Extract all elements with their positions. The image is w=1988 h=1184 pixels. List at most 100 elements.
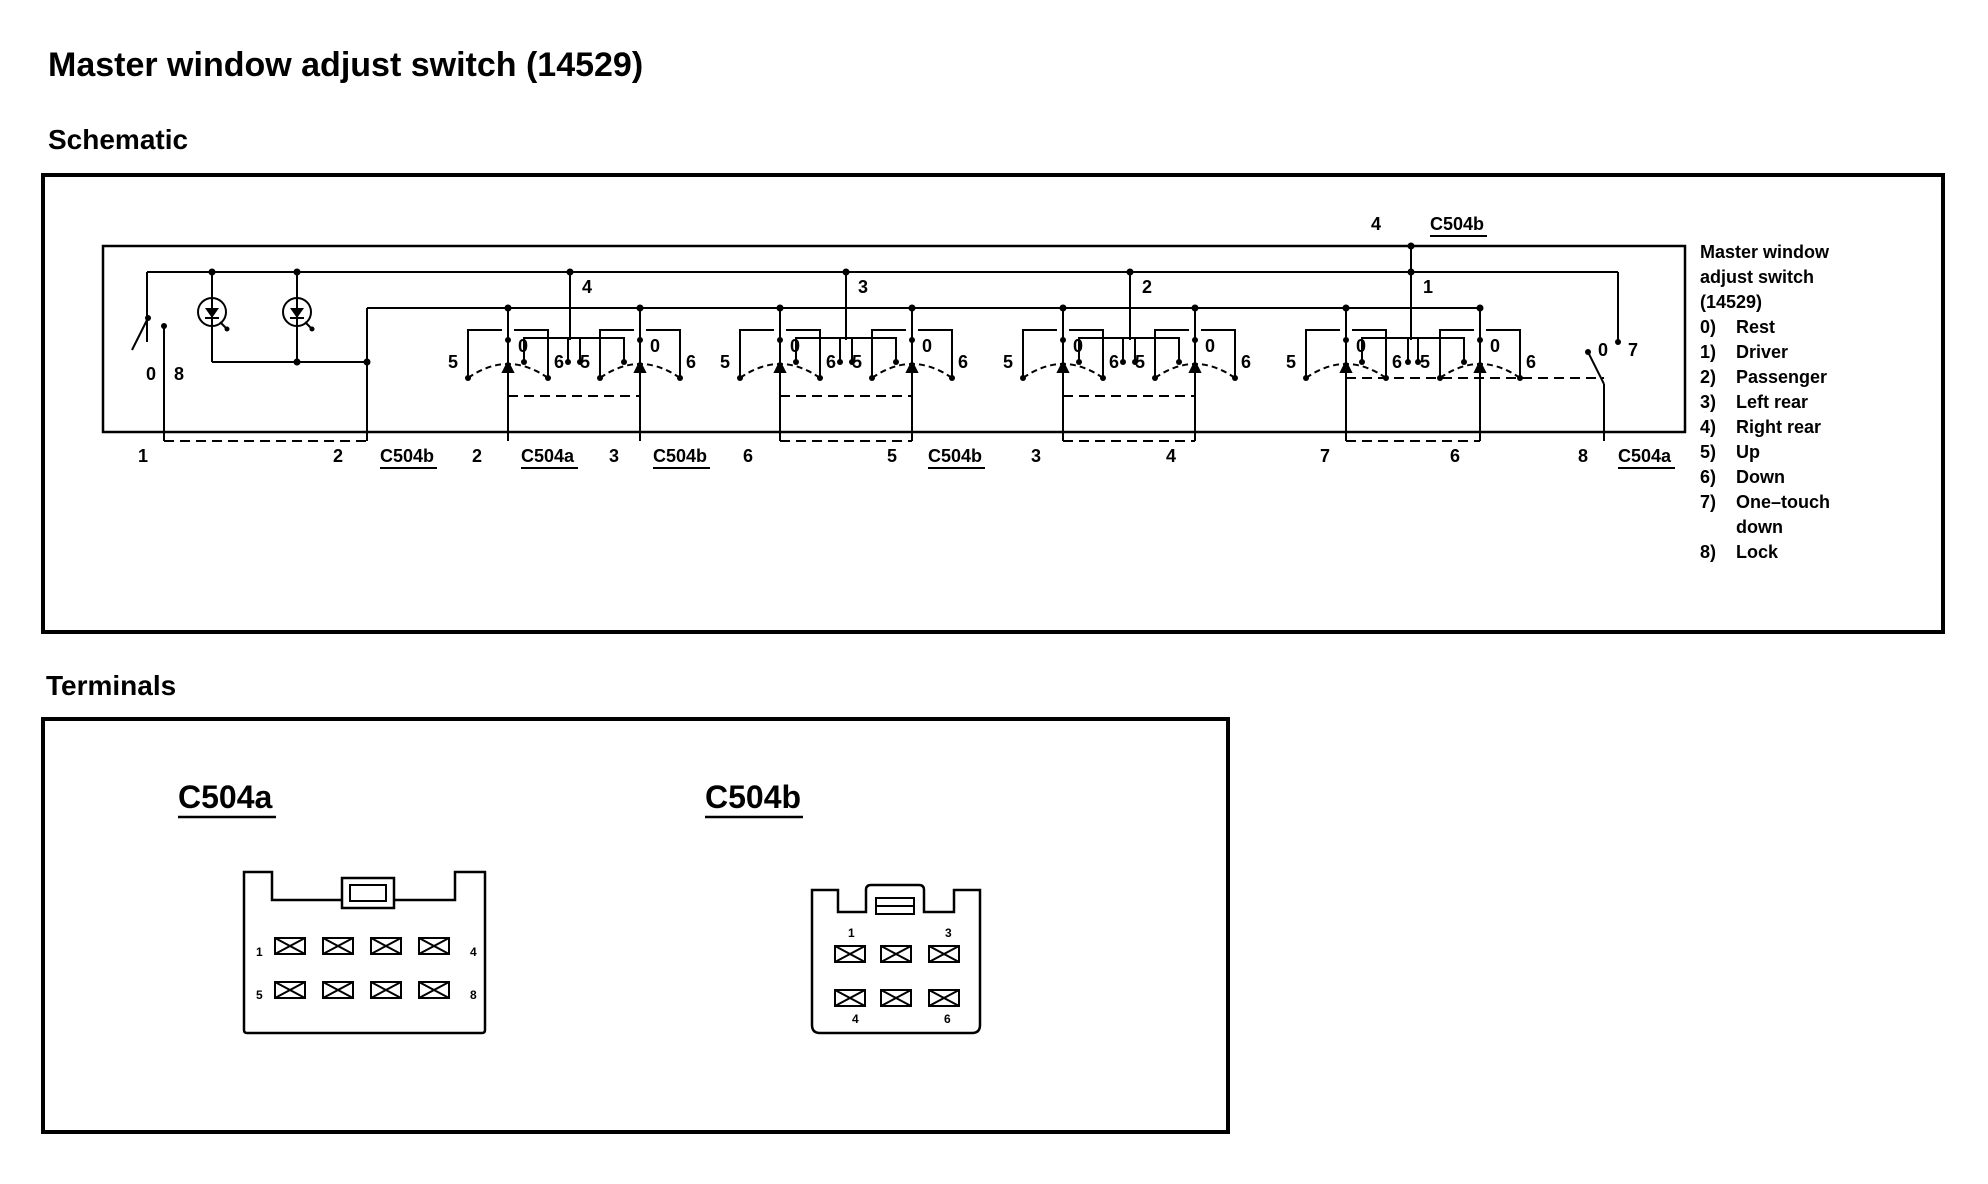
lock-pos-label: 8 [174,364,184,384]
bus-label-2: 2 [1142,277,1152,297]
junction-dots [145,242,1621,366]
c504b-pin-1: 1 [848,926,855,940]
bottom-pin-label: 7 [1320,446,1330,466]
page-title: Master window adjust switch (14529) [48,46,644,84]
window-switch: 5 6 0 [448,304,583,396]
legend-item-number: 8) [1700,542,1716,562]
switch-rest-label: 0 [790,336,800,356]
switch-up-label: 5 [1003,352,1013,372]
switch-up-label: 5 [580,352,590,372]
switch-up-label: 5 [1420,352,1430,372]
bottom-pin-label: 6 [743,446,753,466]
legend-item-label: Right rear [1736,417,1821,437]
c504a-pin-8: 8 [470,988,477,1002]
switch-down-label: 6 [686,352,696,372]
legend-title-line-3: (14529) [1700,292,1762,312]
legend-item-number: 4) [1700,417,1716,437]
legend-item-number: 2) [1700,367,1716,387]
lock-lamp-icon [282,297,316,333]
top-pin-label: 4 [1371,214,1381,234]
switch-up-label: 5 [720,352,730,372]
bottom-connector-c504b-2: C504b [653,446,707,466]
switch-rest-label: 0 [1356,336,1366,356]
onetouch-pos-label: 7 [1628,340,1638,360]
bottom-connector-c504b-1: C504b [380,446,434,466]
legend-item-label: One–touch [1736,492,1830,512]
bottom-pin-label: 3 [1031,446,1041,466]
switch-down-label: 6 [1526,352,1536,372]
switch-rest-label: 0 [1490,336,1500,356]
legend-item-number: 6) [1700,467,1716,487]
schematic-heading: Schematic [48,124,189,155]
switch-up-label: 5 [852,352,862,372]
bus-label-1: 1 [1423,277,1433,297]
legend-item-label: Passenger [1736,367,1827,387]
bottom-pin-label: 6 [1450,446,1460,466]
legend-item-label: Down [1736,467,1785,487]
window-switch: 5 6 0 [565,304,696,396]
legend-item-number: 5) [1700,442,1716,462]
bottom-pin-label: 2 [333,446,343,466]
switch-up-label: 5 [448,352,458,372]
legend-item-number: 0) [1700,317,1716,337]
bottom-connector-labels: C504b C504a C504b C504b C504a [380,446,1675,469]
terminals-frame [41,717,1230,1134]
bottom-pin-label: 2 [472,446,482,466]
switch-down-label: 6 [826,352,836,372]
legend-item-number: 7) [1700,492,1716,512]
connector-c504b [810,883,982,1035]
bottom-connector-c504b-3: C504b [928,446,982,466]
bottom-pin-label: 8 [1578,446,1588,466]
connector-c504b-title: C504b [705,779,801,815]
bottom-connector-c504a-1: C504a [521,446,575,466]
schematic-dashed-links [164,377,1604,442]
switch-up-label: 5 [1286,352,1296,372]
bus-label-3: 3 [858,277,868,297]
switch-down-label: 6 [1392,352,1402,372]
legend-item-label: Rest [1736,317,1775,337]
lock-rest-label: 0 [146,364,156,384]
switch-rest-label: 0 [1073,336,1083,356]
legend-title-line-1: Master window [1700,242,1830,262]
c504a-pin-4: 4 [470,945,477,959]
switch-down-label: 6 [958,352,968,372]
c504a-pin-1: 1 [256,945,263,959]
bottom-pin-label: 1 [138,446,148,466]
c504b-pin-4: 4 [852,1012,859,1026]
bottom-connector-c504a-2: C504a [1618,446,1672,466]
window-switch: 5 6 0 [1405,304,1536,396]
c504b-pin-3: 3 [945,926,952,940]
schematic-wiring [131,246,1619,441]
legend-item-label: Up [1736,442,1760,462]
connector-c504a [242,870,487,1035]
driver-lamp-icon [197,297,231,333]
bus-label-4: 4 [582,277,592,297]
window-switch: 5 6 0 [1286,304,1421,396]
switch-rest-label: 0 [1205,336,1215,356]
switch-rest-label: 0 [518,336,528,356]
bottom-stubs [507,396,1481,441]
bottom-pin-label: 3 [609,446,619,466]
switch-down-label: 6 [554,352,564,372]
legend-item-number: 3) [1700,392,1716,412]
switch-body [101,244,1687,434]
legend: Master window adjust switch (14529) 0) Re… [1700,242,1830,562]
schematic-frame [41,173,1945,634]
onetouch-rest-label: 0 [1598,340,1608,360]
switch-down-label: 6 [1241,352,1251,372]
connector-c504a-title: C504a [178,779,273,815]
bottom-pin-label: 5 [887,446,897,466]
legend-item-number: 1) [1700,342,1716,362]
c504a-pin-5: 5 [256,988,263,1002]
window-switch: 5 6 0 [1120,304,1251,396]
legend-title-line-2: adjust switch [1700,267,1814,287]
switch-down-label: 6 [1109,352,1119,372]
switch-up-label: 5 [1135,352,1145,372]
legend-item-label: down [1736,517,1783,537]
switch-rest-label: 0 [650,336,660,356]
top-connector-label: C504b [1430,214,1484,234]
legend-item-label: Lock [1736,542,1779,562]
